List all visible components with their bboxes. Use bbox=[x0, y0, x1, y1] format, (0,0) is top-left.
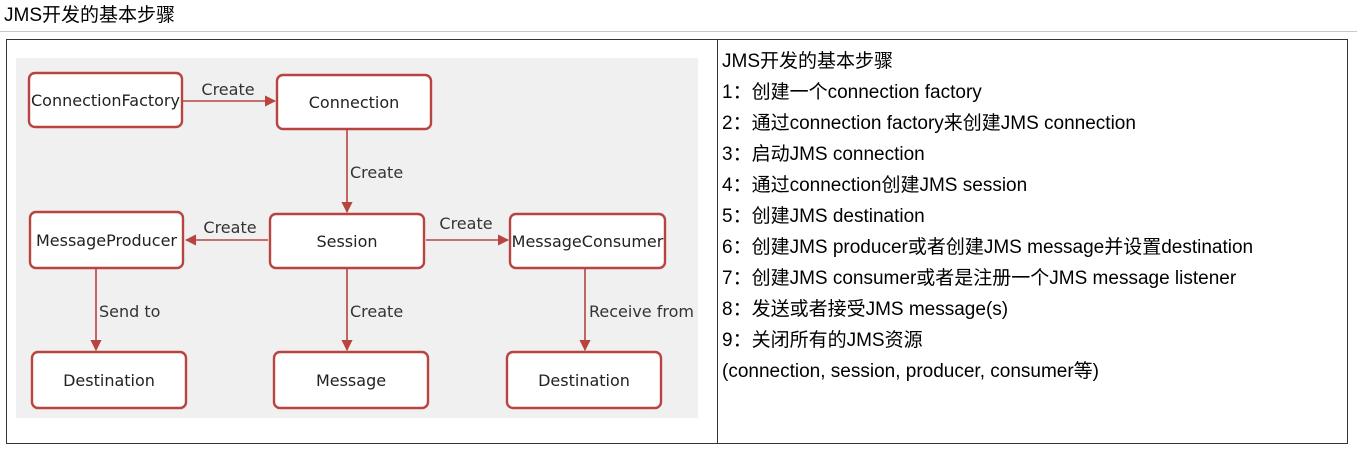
node-connection-factory: ConnectionFactory bbox=[27, 71, 184, 129]
node-session: Session bbox=[268, 212, 426, 270]
node-label-message: Message bbox=[316, 371, 386, 390]
content-table bbox=[6, 39, 1348, 444]
edge-label-connection-session: Create bbox=[350, 163, 403, 182]
node-label-destination-right: Destination bbox=[538, 371, 630, 390]
edge-label-producer-destination: Send to bbox=[99, 302, 160, 321]
step-item: 6：创建JMS producer或者创建JMS message并设置destin… bbox=[722, 237, 1254, 258]
node-label-message-consumer: MessageConsumer bbox=[512, 232, 664, 251]
edge-label-session-consumer: Create bbox=[439, 214, 492, 233]
title-divider bbox=[0, 31, 1357, 32]
node-destination-right: Destination bbox=[505, 350, 663, 410]
edge-label-consumer-destination: Receive from bbox=[589, 302, 694, 321]
node-destination-left: Destination bbox=[30, 350, 188, 410]
step-item: 1：创建一个connection factory bbox=[722, 82, 982, 103]
steps-footer: (connection, session, producer, consumer… bbox=[722, 361, 1100, 382]
step-item: 9：关闭所有的JMS资源 bbox=[722, 330, 923, 351]
node-message: Message bbox=[272, 350, 430, 410]
node-label-connection: Connection bbox=[309, 93, 400, 112]
node-message-consumer: MessageConsumer bbox=[508, 212, 667, 270]
edge-label-factory-connection: Create bbox=[201, 80, 254, 99]
edge-label-session-message: Create bbox=[350, 302, 403, 321]
node-label-message-producer: MessageProducer bbox=[36, 231, 177, 250]
edge-label-session-producer: Create bbox=[203, 218, 256, 237]
node-label-session: Session bbox=[316, 232, 377, 251]
step-item: 4：通过connection创建JMS session bbox=[722, 175, 1028, 196]
node-connection: Connection bbox=[275, 73, 433, 131]
page-title: JMS开发的基本步骤 bbox=[4, 5, 176, 26]
step-item: 3：启动JMS connection bbox=[722, 144, 925, 165]
step-item: 5：创建JMS destination bbox=[722, 206, 925, 227]
node-label-destination-left: Destination bbox=[63, 371, 155, 390]
node-message-producer: MessageProducer bbox=[28, 210, 185, 270]
step-item: 8：发送或者接受JMS message(s) bbox=[722, 299, 1009, 320]
step-item: 2：通过connection factory来创建JMS connection bbox=[722, 113, 1136, 134]
node-label-connection-factory: ConnectionFactory bbox=[31, 91, 180, 110]
steps-heading: JMS开发的基本步骤 bbox=[722, 51, 894, 72]
table-column-divider bbox=[717, 39, 718, 444]
step-item: 7：创建JMS consumer或者是注册一个JMS message liste… bbox=[722, 268, 1237, 289]
steps-panel: JMS开发的基本步骤 1：创建一个connection factory 2：通过… bbox=[722, 46, 1342, 387]
